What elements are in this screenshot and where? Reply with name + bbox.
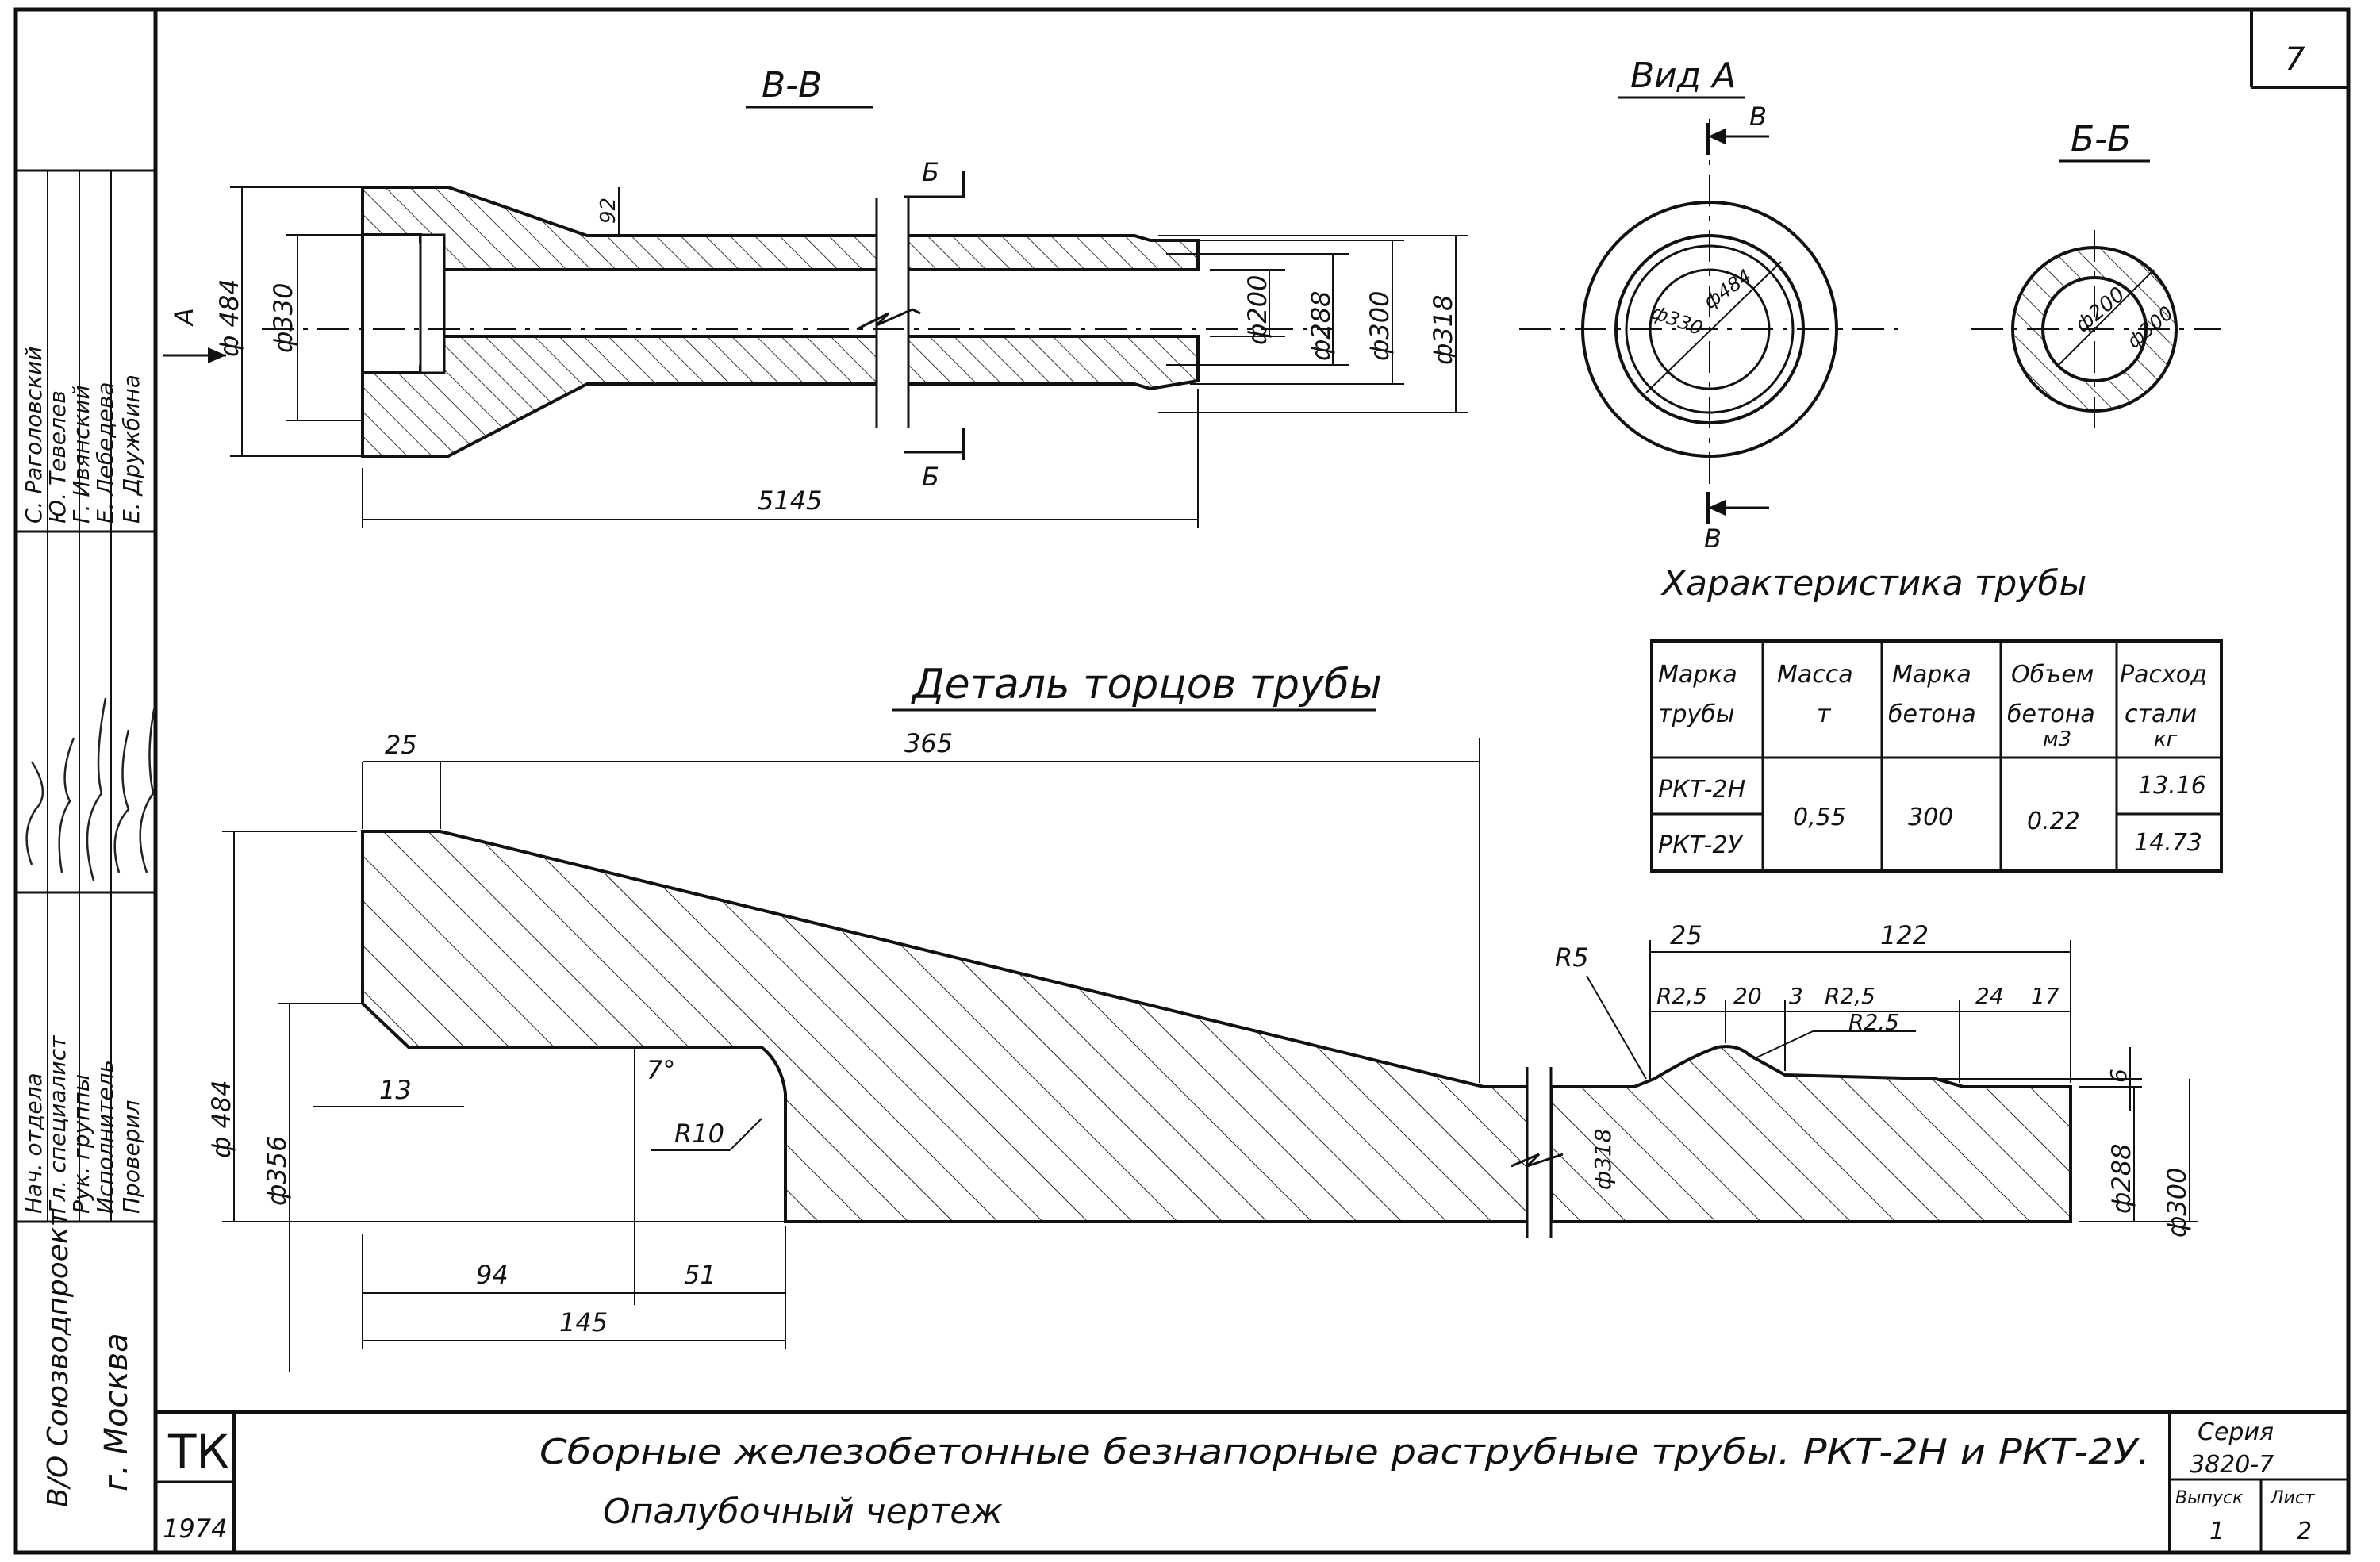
dim-vv-d484: ф 484 [214, 278, 244, 357]
dim-detail-94: 94 [476, 1260, 509, 1290]
row1-mark: РКТ-2Н [1658, 776, 1745, 804]
series-label: Серия [2198, 1418, 2274, 1446]
detail-body-left [361, 830, 1529, 1223]
signature-role-4: Исполнитель [92, 1060, 118, 1214]
dim-vv-d300: ф300 [1365, 291, 1395, 361]
dim-detail-20: 20 [1733, 983, 1762, 1009]
dim-detail-angle: 7° [647, 1055, 675, 1085]
view-a-cut-top: В [1749, 102, 1767, 132]
th-mark-2: трубы [1658, 700, 1734, 728]
dim-detail-365: 365 [904, 728, 953, 758]
detail-body-right [1549, 1045, 2072, 1223]
dim-detail-d356: ф356 [262, 1136, 292, 1206]
signature-name-5: Е. Дружбина [118, 374, 144, 524]
cell-grade: 300 [1908, 804, 1953, 831]
stamp-code: ТК [167, 1425, 229, 1479]
dim-detail-r5: R5 [1555, 942, 1589, 973]
handwritten-signatures [25, 697, 156, 881]
dim-detail-122: 122 [1880, 920, 1929, 950]
th-mass-1: Масса [1777, 661, 1853, 689]
dim-detail-r25b: R2,5 [1825, 983, 1875, 1009]
cut-b-top-label: Б [922, 157, 939, 187]
th-volume-1: Объем [2011, 661, 2094, 689]
view-a-title: Вид А [1630, 56, 1736, 96]
section-vv: В-В Б Б А [163, 65, 1468, 528]
pipe-wall-bottom [361, 335, 1200, 458]
view-a-arrow-label: А [169, 308, 199, 327]
signature-name-4: Е. Лебедева [92, 382, 118, 524]
dim-detail-r25a: R2,5 [1656, 983, 1707, 1009]
pipe-characteristics-table: Характеристика трубы Марка трубы Масса т… [1650, 563, 2223, 873]
org-line-1: В/О Союзводпроект [42, 1209, 75, 1507]
dim-detail-r25c: R2,5 [1848, 1009, 1899, 1035]
dim-detail-d300: ф300 [2162, 1168, 2192, 1238]
dim-vv-d318: ф318 [1428, 295, 1458, 365]
dim-vv-d288: ф288 [1306, 291, 1336, 361]
dim-detail-6: 6 [2106, 1069, 2132, 1083]
org-line-2: г. Москва [98, 1333, 135, 1491]
signature-name-2: Ю. Тевелев [44, 390, 71, 524]
dim-vv-92: 92 [597, 198, 620, 224]
signature-role-5: Проверил [118, 1100, 144, 1214]
signature-role-3: Рук. группы [68, 1074, 94, 1214]
page-number: 7 [2285, 41, 2305, 78]
th-mass-2: т [1817, 700, 1832, 728]
detail-title: Деталь торцов трубы [911, 661, 1382, 708]
sheet-frame [13, 7, 2351, 1555]
cell-volume: 0.22 [2027, 808, 2080, 835]
cut-b-bottom-label: Б [922, 462, 939, 492]
dim-detail-d484: ф 484 [206, 1080, 236, 1158]
dim-detail-d318: ф318 [1590, 1129, 1616, 1190]
row2-steel: 14.73 [2134, 829, 2202, 857]
table-title: Характеристика трубы [1660, 563, 2086, 604]
stamp-year: 1974 [163, 1514, 227, 1544]
title-line-1: Сборные железобетонные безнапорные растр… [539, 1432, 2150, 1472]
dim-vv-d330: ф330 [268, 283, 298, 353]
issue-label: Выпуск [2175, 1488, 2244, 1508]
detail-ends: Деталь торцов трубы [206, 661, 2198, 1372]
signature-role-1: Нач. отдела [21, 1073, 47, 1214]
title-line-2: Опалубочный чертеж [603, 1491, 1003, 1532]
section-bb-title: Б-Б [2071, 119, 2131, 159]
sheet-value: 2 [2297, 1518, 2312, 1545]
th-mark-1: Марка [1658, 661, 1737, 689]
dim-detail-13: 13 [379, 1075, 412, 1105]
cell-mass: 0,55 [1793, 804, 1846, 831]
th-volume-2: бетона [2007, 700, 2095, 728]
side-stamp: В/О Союзводпроект г. Москва Нач. отдела … [21, 347, 156, 1507]
th-grade-1: Марка [1892, 661, 1971, 689]
dim-detail-145: 145 [559, 1307, 608, 1337]
th-steel-2: стали [2125, 700, 2197, 728]
th-grade-2: бетона [1888, 700, 1976, 728]
signature-role-2: Гл. специалист [44, 1035, 71, 1214]
signature-name-1: С. Раголовский [21, 347, 47, 524]
section-vv-title: В-В [762, 65, 822, 106]
dim-detail-25a: 25 [385, 730, 417, 760]
sheet-label: Лист [2270, 1488, 2316, 1508]
signature-name-3: Г. Ивянский [68, 385, 94, 524]
th-steel-3: кг [2154, 727, 2178, 751]
dim-vv-d200: ф200 [1242, 275, 1273, 345]
row2-mark: РКТ-2У [1658, 831, 1744, 859]
th-steel-1: Расход [2120, 661, 2207, 689]
dim-detail-r10: R10 [674, 1119, 724, 1149]
dim-detail-3: 3 [1789, 983, 1803, 1009]
dim-detail-17: 17 [2031, 983, 2059, 1009]
pipe-wall-top [361, 186, 1200, 271]
th-volume-3: м3 [2043, 727, 2071, 751]
dim-detail-d288: ф288 [2106, 1144, 2136, 1214]
section-bb: Б-Б ф200 ф300 [1971, 119, 2221, 428]
dim-detail-25b: 25 [1670, 920, 1702, 950]
dim-detail-51: 51 [684, 1260, 716, 1290]
series-value: 3820-7 [2190, 1451, 2274, 1479]
dim-vv-length: 5145 [758, 485, 822, 516]
view-a: Вид А В В ф330 ф484 [1519, 56, 1904, 554]
dim-detail-24: 24 [1975, 983, 2004, 1009]
issue-value: 1 [2209, 1518, 2225, 1545]
view-a-cut-bottom: В [1704, 524, 1722, 554]
row1-steel: 13.16 [2138, 772, 2206, 800]
